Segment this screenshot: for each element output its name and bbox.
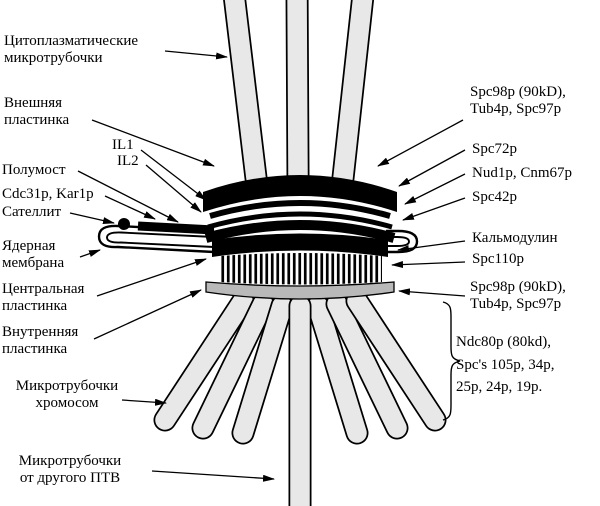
arrow-spc72 <box>398 149 466 187</box>
il2-layer <box>207 211 393 230</box>
inner-plaque-band <box>205 281 395 300</box>
label-other-spb-microtubules: Микротрубочки от другого ПТВ <box>18 453 122 487</box>
label-central-plaque: Центральная пластинка <box>2 281 85 315</box>
arrow-central-plaque <box>96 258 207 297</box>
nuclear-membrane-left <box>97 224 215 254</box>
arrow-il1 <box>140 149 207 201</box>
arrow-cytoplasmic-mt <box>164 50 228 60</box>
arrow-inner-plaque <box>93 289 202 340</box>
arrow-half-bridge <box>77 170 179 223</box>
central-plaque-band <box>212 233 388 257</box>
spc42-layer <box>204 220 396 243</box>
label-half-bridge: Полумост <box>2 162 66 178</box>
label-chromosome-microtubules: Микротрубочки хромосом <box>15 378 119 412</box>
spc110-striped-layer <box>220 253 382 285</box>
label-nuclear-membrane: Ядерная мембрана <box>2 238 65 272</box>
chromosome-microtubules <box>153 289 447 445</box>
arrow-spc42 <box>402 197 466 221</box>
arrow-spc98-top <box>377 119 464 167</box>
arrow-spc98-bottom <box>398 288 466 297</box>
label-spc98-top: Spc98p (90kD), Tub4p, Spc97p <box>470 84 566 118</box>
label-satellite: Сателлит <box>2 204 62 220</box>
pointer-arrows-left <box>69 50 275 482</box>
arrow-satellite <box>69 212 115 224</box>
label-spc110: Spc110p <box>472 251 524 267</box>
arrow-nud1-cnm67 <box>404 173 466 205</box>
cytoplasmic-microtubules <box>223 0 375 190</box>
label-spc98-bottom: Spc98p (90kD), Tub4p, Spc97p <box>470 279 566 313</box>
arrow-other-spb-mt <box>151 470 275 482</box>
arrow-outer-plaque <box>91 119 215 167</box>
arrow-nuclear-membrane <box>79 249 101 258</box>
label-cdc31-kar1: Cdc31p, Kar1p <box>2 186 94 202</box>
label-inner-plaque: Внутренняя пластинка <box>2 324 79 358</box>
label-ndc80-group: Ndc80p (80kd), Spc's 105p, 34p, 25p, 24p… <box>456 334 555 395</box>
il1-layer <box>209 200 391 219</box>
arrow-il2 <box>145 164 202 213</box>
label-il2: IL2 <box>117 153 139 169</box>
outer-plaque-band <box>203 175 397 212</box>
ndc80-brace <box>442 301 461 421</box>
arrow-calmodulin <box>397 240 466 253</box>
pointer-arrows-right <box>377 119 466 297</box>
satellite-dot <box>118 218 130 230</box>
label-spc42: Spc42p <box>472 189 517 205</box>
label-nud1-cnm67: Nud1p, Cnm67p <box>472 165 573 181</box>
label-il1: IL1 <box>112 137 134 153</box>
label-spc72: Spc72p <box>472 141 517 157</box>
arrow-chromosome-mt <box>121 398 167 406</box>
arrow-cdc31-kar1 <box>104 195 156 220</box>
label-outer-plaque: Внешняя пластинка <box>4 95 70 129</box>
label-cytoplasmic-microtubules: Цитоплазматические микротрубочки <box>4 33 139 67</box>
half-bridge-bar <box>137 221 215 235</box>
arrow-spc110 <box>391 261 466 269</box>
label-calmodulin: Кальмодулин <box>472 230 558 246</box>
